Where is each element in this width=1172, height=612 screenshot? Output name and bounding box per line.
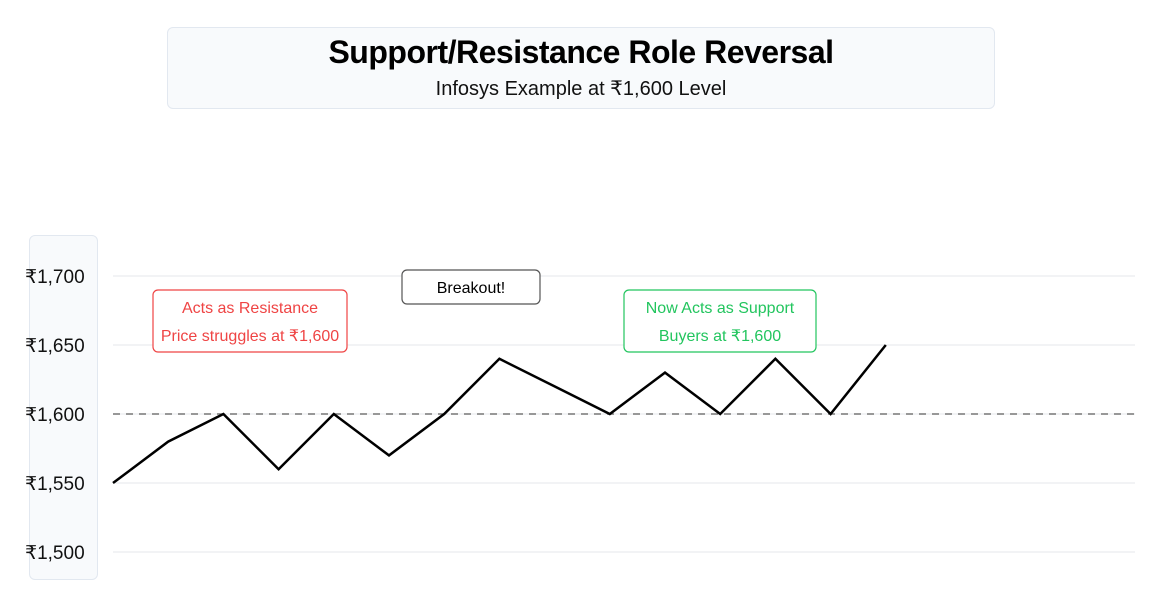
y-tick-labels: ₹1,700 ₹1,650 ₹1,600 ₹1,550 ₹1,500: [25, 267, 85, 564]
annotation-text: Now Acts as Support: [646, 300, 795, 317]
annotation-text: Price struggles at ₹1,600: [161, 328, 339, 345]
annotation-box: [152, 289, 348, 353]
chart-subtitle: Infosys Example at ₹1,600 Level: [435, 78, 727, 100]
y-tick-label: ₹1,600: [25, 405, 85, 426]
chart-title: Support/Resistance Role Reversal: [328, 34, 834, 70]
y-tick-label: ₹1,700: [25, 267, 85, 288]
annotation-breakout: Breakout!: [401, 269, 541, 305]
annotation-text: Buyers at ₹1,600: [659, 328, 781, 345]
y-tick-label: ₹1,550: [25, 474, 85, 495]
title-panel: Support/Resistance Role Reversal Infosys…: [167, 27, 995, 109]
series-group: [112, 344, 887, 485]
y-tick-label: ₹1,500: [25, 543, 85, 564]
annotation-text: Breakout!: [437, 280, 505, 297]
y-tick-label: ₹1,650: [25, 336, 85, 357]
annotation-box: [401, 269, 541, 305]
price-line: [112, 344, 887, 485]
annotation-box: [623, 289, 817, 353]
annotation-text: Acts as Resistance: [182, 300, 318, 317]
y-axis-panel: [29, 235, 98, 580]
